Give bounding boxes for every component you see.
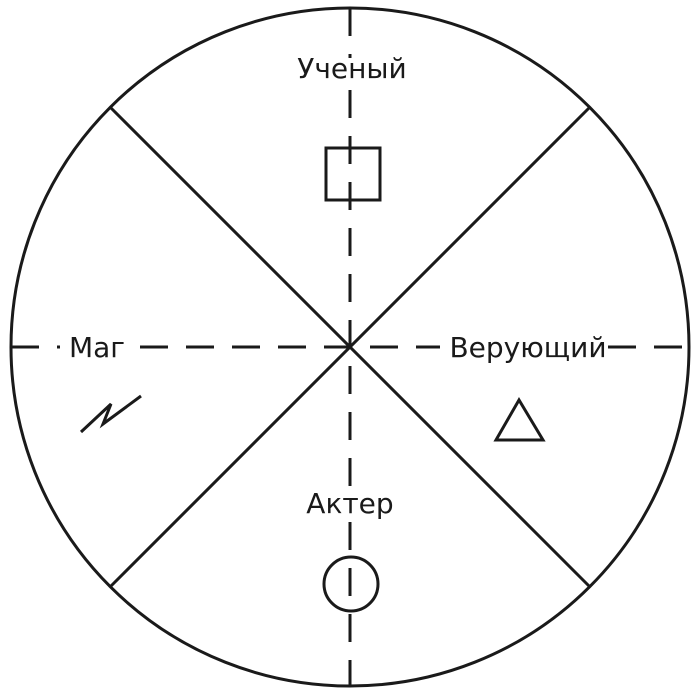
lightning-icon bbox=[79, 394, 142, 434]
label-left: Маг bbox=[69, 331, 125, 364]
square-icon bbox=[324, 146, 382, 202]
triangle-icon bbox=[493, 397, 546, 442]
label-right: Верующий bbox=[449, 331, 606, 364]
label-top: Ученый bbox=[297, 52, 406, 85]
label-bottom: Актер bbox=[306, 487, 393, 520]
circle-icon bbox=[322, 555, 380, 613]
